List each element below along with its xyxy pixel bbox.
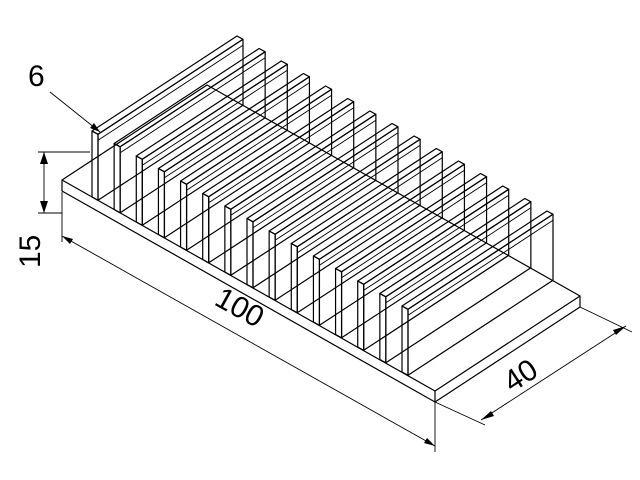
fin: [401, 210, 554, 376]
fin-top-edge: [401, 210, 554, 310]
fin-end-face: [202, 192, 210, 264]
fin-lip-line: [407, 219, 554, 316]
dimension-label-fin-thickness: 6: [28, 60, 45, 93]
fin-end-face: [268, 230, 276, 301]
fin-top-edge: [135, 60, 288, 160]
fin-end-face: [91, 130, 99, 201]
fin-lip-line: [164, 82, 310, 179]
fin: [334, 172, 488, 339]
fin-top-edge: [290, 147, 443, 248]
fin-lip-line: [186, 94, 332, 191]
fin-end-face: [290, 242, 298, 314]
dimension-fin-thickness: 6: [28, 60, 101, 133]
fin-lip-line: [363, 194, 509, 291]
fin: [113, 47, 266, 214]
fin-end-face: [334, 267, 343, 339]
fin-lip-line: [341, 182, 487, 279]
fin-lip-line: [252, 132, 399, 229]
fin-top-edge: [334, 172, 488, 273]
dimension-label-width: 40: [498, 353, 544, 399]
fin-end-face: [224, 205, 232, 276]
fin: [91, 35, 244, 201]
fin-end-face: [379, 292, 387, 364]
fin-top-edge: [379, 197, 532, 298]
fin: [246, 122, 399, 289]
fin: [179, 85, 333, 251]
fin-end-face: [157, 167, 166, 239]
fin: [357, 185, 510, 351]
fin-top-edge: [312, 160, 466, 260]
fin-end-face: [113, 142, 121, 214]
fin-top-edge: [224, 110, 377, 210]
fin-end-face: [357, 280, 365, 351]
fin: [268, 135, 421, 301]
fin: [224, 110, 377, 276]
fin-end-face: [312, 255, 321, 326]
fin-end-face: [135, 155, 143, 226]
fin: [202, 97, 355, 264]
fin-top-edge: [268, 135, 421, 235]
fin-array: [91, 35, 554, 376]
fin-lip-line: [385, 207, 532, 304]
dimension-length: 100: [61, 192, 436, 452]
fin-lip-line: [297, 157, 443, 254]
fin-lip-line: [119, 57, 266, 154]
fin-top-edge: [246, 122, 399, 223]
fin-lip-line: [142, 69, 288, 166]
fin-end-face: [179, 180, 188, 251]
dimension-width: 40: [434, 306, 633, 426]
fin-lip-line: [208, 107, 354, 204]
fin-lip-line: [319, 169, 465, 266]
dimension-height: 15: [14, 151, 90, 268]
fin-lip-line: [230, 119, 377, 216]
fin-top-edge: [202, 97, 355, 198]
fin-top-edge: [157, 72, 311, 173]
dimension-label-height: 15: [14, 235, 47, 268]
fin-top-edge: [179, 85, 333, 185]
fin-end-face: [401, 305, 409, 376]
fin-lip-line: [97, 44, 244, 141]
fin: [135, 60, 288, 226]
fin-end-face: [246, 217, 254, 289]
fin: [379, 197, 532, 364]
fin: [312, 160, 466, 326]
fin: [290, 147, 443, 314]
fin-top-edge: [91, 35, 244, 135]
fin: [157, 72, 311, 239]
dimension-label-length: 100: [210, 281, 270, 334]
fin-top-edge: [357, 185, 510, 285]
fin-lip-line: [274, 144, 421, 241]
fin-top-edge: [113, 47, 266, 148]
